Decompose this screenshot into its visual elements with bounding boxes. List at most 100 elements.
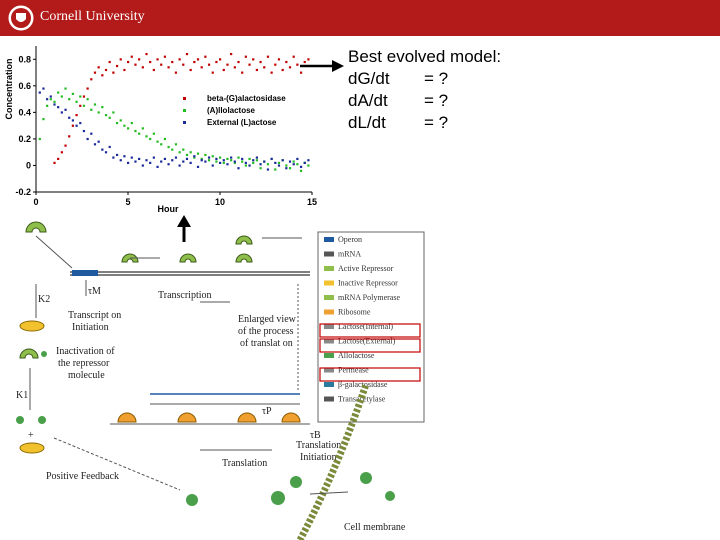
header-banner: Cornell University bbox=[0, 0, 720, 36]
data-point bbox=[115, 121, 119, 125]
data-point bbox=[130, 156, 133, 159]
data-point bbox=[101, 148, 104, 151]
ribosome-icon bbox=[281, 412, 301, 423]
mrna-polymerase-icon bbox=[179, 253, 197, 263]
data-point bbox=[127, 127, 130, 130]
data-point bbox=[90, 132, 93, 135]
legend-marker bbox=[183, 97, 186, 100]
data-point bbox=[82, 129, 86, 133]
data-point bbox=[82, 95, 86, 98]
data-point bbox=[141, 127, 144, 130]
data-point bbox=[222, 68, 225, 72]
y-tick-label: 0.8 bbox=[18, 54, 31, 64]
tau-m-label: τM bbox=[88, 286, 101, 297]
x-tick-label: 0 bbox=[33, 197, 38, 207]
data-point bbox=[82, 104, 86, 107]
data-point bbox=[90, 78, 93, 81]
data-point bbox=[285, 60, 288, 64]
data-point bbox=[200, 159, 203, 162]
data-point bbox=[68, 98, 71, 101]
data-point bbox=[152, 156, 155, 159]
data-point bbox=[101, 74, 104, 77]
data-point bbox=[204, 55, 207, 58]
data-point bbox=[226, 63, 229, 66]
ribosome-icon bbox=[177, 412, 197, 423]
data-point bbox=[277, 161, 281, 164]
data-point bbox=[134, 63, 137, 66]
data-point bbox=[93, 103, 97, 106]
data-point bbox=[75, 100, 78, 103]
data-point bbox=[60, 151, 63, 154]
data-point bbox=[215, 157, 218, 161]
allolactose-icon bbox=[186, 494, 198, 506]
data-point bbox=[193, 155, 196, 158]
equation-row: dG/dt = ? bbox=[348, 68, 501, 90]
data-point bbox=[178, 164, 181, 167]
data-point bbox=[75, 114, 78, 117]
data-point bbox=[38, 137, 41, 141]
legend-swatch-icon bbox=[324, 251, 334, 257]
data-point bbox=[171, 60, 174, 64]
equation-rhs: = ? bbox=[424, 113, 449, 132]
data-point bbox=[119, 159, 122, 162]
data-point bbox=[299, 71, 303, 74]
data-point bbox=[259, 167, 262, 170]
data-point bbox=[178, 58, 181, 61]
data-point bbox=[189, 161, 192, 164]
legend-item-label: mRNA Polymerase bbox=[338, 293, 400, 302]
data-point bbox=[248, 63, 251, 66]
y-axis-label: Concentration bbox=[4, 58, 14, 119]
data-point bbox=[307, 159, 310, 162]
data-point bbox=[134, 129, 137, 133]
data-point bbox=[200, 66, 203, 69]
data-point bbox=[123, 68, 126, 72]
data-point bbox=[141, 66, 144, 69]
legend-swatch-icon bbox=[324, 295, 334, 300]
data-point bbox=[145, 52, 148, 56]
chart-legend: beta-(G)alactosidase(A)llolactoseExterna… bbox=[183, 94, 286, 127]
data-point bbox=[138, 132, 141, 135]
legend-item-label: Lactose(External) bbox=[338, 337, 396, 346]
data-point bbox=[266, 163, 270, 166]
data-point bbox=[64, 108, 67, 111]
data-point bbox=[193, 156, 196, 159]
data-point bbox=[182, 63, 185, 66]
data-point bbox=[270, 71, 273, 74]
data-point bbox=[112, 71, 115, 74]
data-point bbox=[241, 157, 244, 161]
y-tick-label: 0.6 bbox=[18, 81, 31, 91]
data-point bbox=[42, 87, 45, 90]
data-point bbox=[119, 119, 122, 122]
legend-item-label: Active Repressor bbox=[338, 264, 394, 273]
data-point bbox=[167, 66, 170, 69]
data-point bbox=[248, 157, 251, 161]
legend-swatch-icon bbox=[324, 324, 334, 329]
translation-initiation-label: Initiation bbox=[300, 452, 337, 463]
data-point bbox=[149, 60, 152, 64]
data-point bbox=[189, 68, 192, 72]
data-point bbox=[149, 137, 152, 141]
data-point bbox=[97, 66, 100, 69]
data-point bbox=[196, 165, 200, 168]
data-point bbox=[152, 68, 155, 72]
allolactose-icon bbox=[385, 491, 395, 501]
data-point bbox=[230, 52, 233, 56]
mrna-polymerase-icon bbox=[235, 235, 253, 245]
operon-region bbox=[72, 270, 98, 276]
data-point bbox=[71, 119, 74, 122]
data-point bbox=[189, 151, 192, 154]
chart-points bbox=[38, 52, 310, 172]
legend-swatch-icon bbox=[324, 353, 334, 358]
data-point bbox=[53, 161, 56, 164]
data-point bbox=[163, 137, 166, 141]
x-tick-label: 5 bbox=[125, 197, 130, 207]
data-point bbox=[171, 148, 174, 151]
legend-marker bbox=[183, 121, 186, 124]
data-point bbox=[222, 159, 225, 162]
data-point bbox=[104, 151, 108, 154]
equation-rhs: = ? bbox=[424, 91, 449, 110]
data-point bbox=[156, 140, 159, 143]
data-point bbox=[244, 161, 247, 164]
data-point bbox=[174, 143, 178, 146]
